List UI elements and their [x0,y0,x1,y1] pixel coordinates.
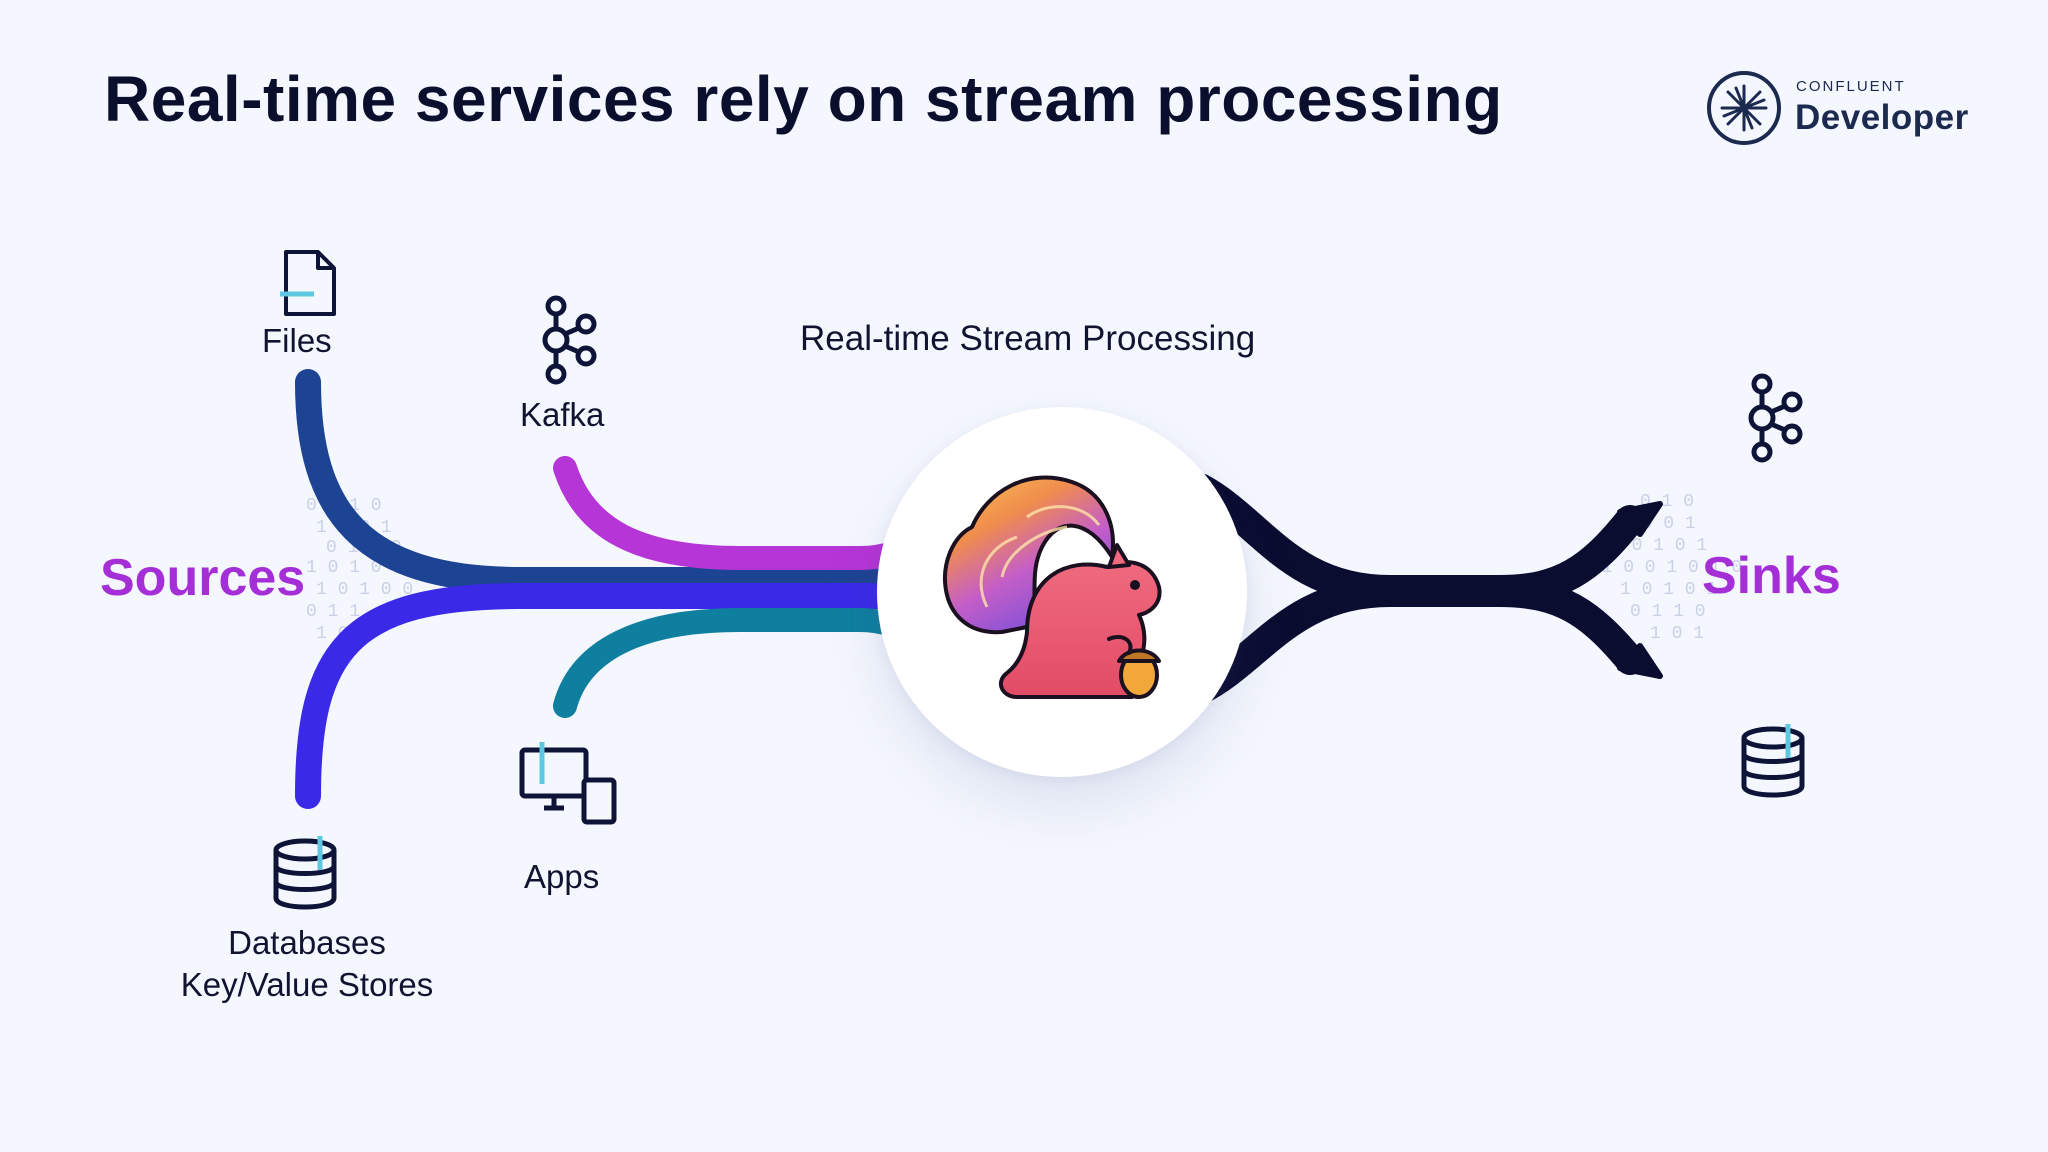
svg-text:0 1 1: 0 1 1 [306,602,360,622]
file-icon [280,250,336,316]
kafka-icon [542,295,597,385]
arrowhead-upper [1617,501,1663,537]
stream-files [295,369,973,593]
arrowhead-lower [1617,643,1663,679]
svg-text:1 0 1 0 1: 1 0 1 0 1 [1620,580,1717,600]
sources-label: Sources [100,549,306,607]
svg-text:0 1 1 0: 0 1 1 0 [1630,602,1706,622]
source-apps-label: Apps [524,858,600,895]
processing-label: Real-time Stream Processing [800,319,1256,358]
sink-kafka-icon [1748,373,1803,463]
devices-icon [519,742,617,825]
sink-database-icon [1741,724,1805,798]
sinks-label: Sinks [1702,547,1841,605]
source-databases-label: Databases Key/Value Stores [150,922,464,1006]
source-files-label: Files [262,322,332,359]
brand-name: Developer [1795,98,1969,137]
svg-text:1 0 1: 1 0 1 [1650,624,1704,644]
stream-sink-upper [1185,473,1645,605]
brand-company: CONFLUENT [1796,78,1906,95]
slide-title: Real-time services rely on stream proces… [104,63,1503,135]
svg-text:0 0 1 0 1: 0 0 1 0 1 [1610,536,1707,556]
svg-text:1 0 1 0 0: 1 0 1 0 0 [316,580,413,600]
confluent-starburst-icon [1707,71,1781,145]
stream-processor-hub [877,407,1247,777]
confluent-developer-logo: CONFLUENT Developer [1706,68,2006,148]
stream-sink-lower [1185,577,1645,705]
source-databases-line2: Key/Value Stores [180,966,434,1003]
stream-databases [295,583,973,809]
source-kafka-label: Kafka [520,396,605,433]
database-icon [273,836,337,910]
flink-squirrel-logo [943,475,1162,699]
svg-text:1 1 0 0 1 0 1 0: 1 1 0 0 1 0 1 0 [1580,558,1742,578]
source-databases-line1: Databases [228,924,386,961]
